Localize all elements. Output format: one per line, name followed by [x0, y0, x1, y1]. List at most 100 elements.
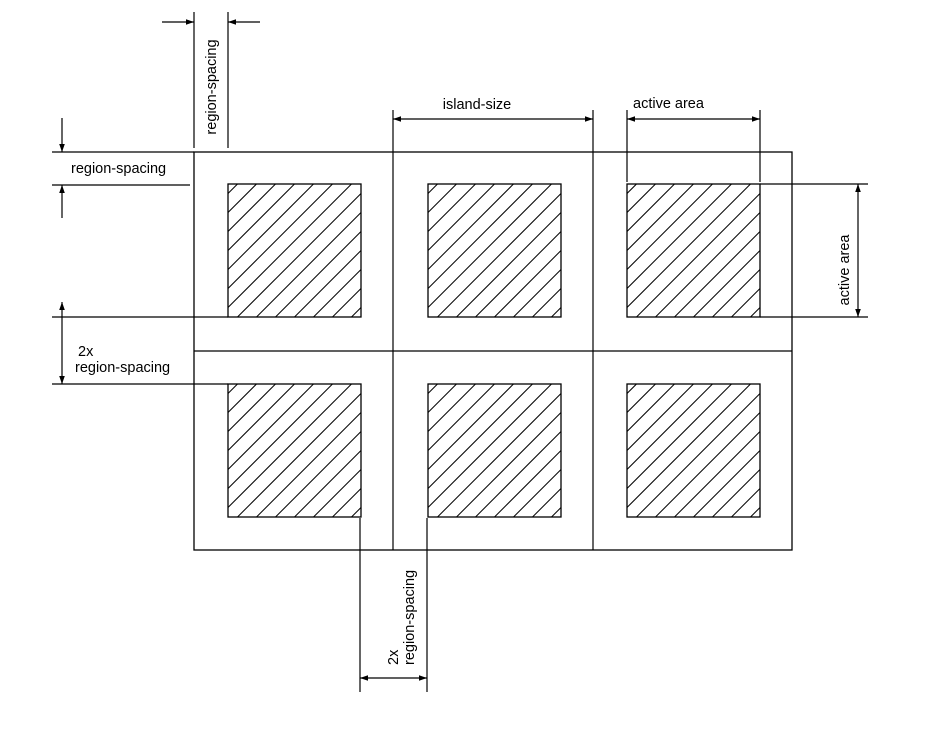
dimension-region-spacing-top: region-spacing [162, 12, 260, 148]
hatch-line [626, 183, 732, 289]
hatch-line [227, 183, 257, 213]
hatch-line [731, 488, 761, 518]
hatch-line [626, 383, 656, 413]
hatch-line [427, 383, 495, 451]
hatch-line [750, 307, 761, 318]
active-area-r2-c1 [227, 383, 362, 518]
active-area-r2-c2 [427, 383, 562, 518]
hatch-line [475, 431, 562, 518]
hatch-line [427, 183, 457, 213]
hatch-line [427, 183, 438, 194]
hatch-line [427, 183, 476, 232]
label-region-spacing-top: region-spacing [204, 39, 220, 134]
hatch-line [294, 250, 362, 318]
hatch-line [626, 183, 694, 251]
hatch-line [532, 488, 562, 518]
hatch-line [626, 183, 713, 270]
hatch-line [227, 383, 238, 394]
hatch-line [626, 183, 637, 194]
active-area-border [626, 383, 761, 518]
active-area-r1-c2 [427, 183, 562, 318]
active-area-border [427, 383, 562, 518]
hatch-line [626, 383, 675, 432]
active-areas [227, 183, 761, 518]
hatch-line [655, 412, 761, 518]
hatch-line [275, 431, 362, 518]
hatch-line [636, 193, 761, 318]
hatch-line [712, 469, 761, 518]
hatch-line [513, 269, 562, 318]
hatch-line [693, 250, 761, 318]
dimension-island-size: island-size [392, 97, 594, 152]
hatch-line [456, 412, 562, 518]
hatch-line [456, 212, 562, 318]
hatch-line [626, 383, 732, 489]
hatch-line [237, 193, 362, 318]
hatch-line [437, 393, 562, 518]
dimension-active-area-top: active area [626, 96, 761, 182]
hatch-line [513, 469, 562, 518]
hatch-line [750, 507, 761, 518]
label-region-spacing-left: region-spacing [71, 161, 166, 177]
active-area-r2-c3 [626, 383, 761, 518]
hatch-line [313, 269, 362, 318]
hatch-line [227, 183, 314, 270]
hatch-line [294, 450, 362, 518]
hatch-line [626, 183, 656, 213]
hatch-line [332, 288, 362, 318]
hatch-line [427, 383, 438, 394]
hatch-line [626, 383, 751, 508]
island-grid [193, 151, 793, 551]
hatch-line [256, 412, 362, 518]
hatch-line [427, 383, 552, 508]
label-double-spacing-bottom-line1: 2x [386, 649, 402, 665]
hatch-line [626, 383, 713, 470]
hatch-line [275, 231, 362, 318]
hatch-line [227, 183, 333, 289]
hatch-line [551, 307, 562, 318]
hatch-line [427, 383, 476, 432]
active-area-r1-c3 [626, 183, 761, 318]
label-active-area-top: active area [633, 96, 705, 112]
hatch-line [332, 488, 362, 518]
hatch-line [532, 288, 562, 318]
hatch-line [731, 288, 761, 318]
active-area-border [227, 383, 362, 518]
hatch-line [626, 183, 751, 308]
hatch-line [351, 307, 362, 318]
label-double-spacing-left-line2: region-spacing [75, 360, 170, 376]
hatch-line [227, 383, 314, 470]
hatch-line [427, 183, 495, 251]
hatch-line [494, 450, 562, 518]
active-area-border [227, 183, 362, 318]
hatch-line [551, 507, 562, 518]
hatch-line [427, 383, 514, 470]
hatch-line [674, 231, 761, 318]
hatch-line [494, 250, 562, 318]
label-double-spacing-bottom-line2: region-spacing [402, 570, 418, 665]
hatch-line [227, 383, 333, 489]
hatch-line [227, 183, 352, 308]
hatch-line [227, 183, 295, 251]
hatch-line [313, 469, 362, 518]
hatch-line [693, 450, 761, 518]
hatch-line [626, 183, 675, 232]
hatch-line [227, 383, 352, 508]
hatch-line [427, 383, 533, 489]
hatch-line [227, 383, 295, 451]
hatch-line [227, 183, 276, 232]
dimension-double-spacing-left: 2x region-spacing [52, 302, 228, 385]
active-area-border [427, 183, 562, 318]
hatch-line [674, 431, 761, 518]
hatch-line [437, 193, 562, 318]
dimension-double-spacing-bottom: 2x region-spacing [359, 518, 428, 692]
hatch-line [427, 383, 457, 413]
hatch-line [351, 507, 362, 518]
label-island-size: island-size [443, 97, 512, 113]
label-double-spacing-left-line1: 2x [78, 344, 94, 360]
hatch-line [636, 393, 761, 518]
hatch-line [237, 393, 362, 518]
hatch-line [427, 183, 552, 308]
dimension-region-spacing-left: region-spacing [52, 118, 194, 218]
